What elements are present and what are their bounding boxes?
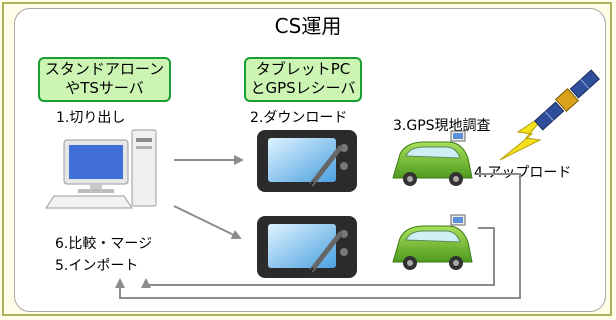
diagram-title: CS運用 <box>274 14 342 38</box>
download-arrows <box>173 155 244 240</box>
tablet-box: タブレットPC とGPSレシーバ <box>244 57 362 102</box>
desktop-pc-icon <box>45 129 157 209</box>
tablet-pen-icon-2 <box>257 216 357 278</box>
satellite-icon <box>534 69 600 131</box>
gps-car-icon <box>392 130 473 186</box>
lightning-icon <box>499 111 549 161</box>
cutout-label: 1.切り出し <box>56 110 126 126</box>
tablet-box-line1: タブレットPC <box>255 60 351 78</box>
tablet-box-line2: とGPSレシーバ <box>250 79 356 97</box>
download-label: 2.ダウンロード <box>250 110 348 126</box>
upload-label: 4.アップロード <box>474 165 572 181</box>
standalone-box-line2: やTSサーバ <box>65 79 144 97</box>
import-label: 5.インポート <box>55 258 139 274</box>
standalone-box: スタンドアローン やTSサーバ <box>38 57 171 102</box>
tablet-pen-icon <box>257 130 357 192</box>
return-lines <box>115 173 521 299</box>
standalone-box-line1: スタンドアローン <box>44 60 165 78</box>
survey-label: 3.GPS現地調査 <box>393 118 491 134</box>
compare-merge-label: 6.比較・マージ <box>55 236 153 252</box>
gps-car-icon-2 <box>392 214 473 270</box>
